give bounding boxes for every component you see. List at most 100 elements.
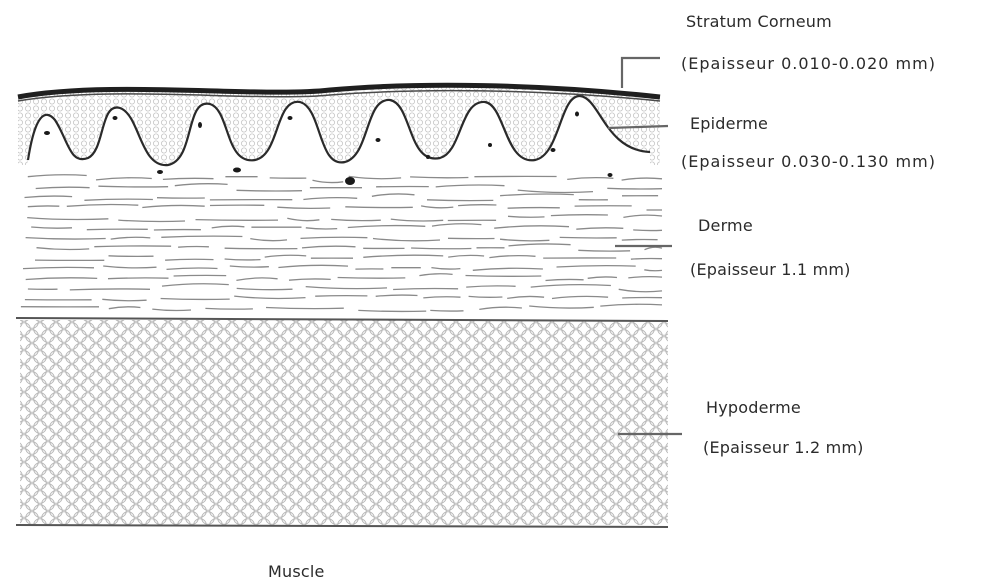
dermis-fiber — [26, 238, 106, 239]
dermis-fiber — [348, 226, 426, 228]
stratum-corneum-name: Stratum Corneum — [686, 12, 832, 31]
dermis-fiber — [98, 186, 168, 187]
dermis-fiber — [174, 275, 227, 276]
dermis-fiber — [557, 266, 636, 267]
dermis-fiber — [393, 288, 458, 289]
hypoderme-thickness: (Epaisseur 1.2 mm) — [703, 438, 864, 457]
dermis-fiber — [588, 277, 617, 278]
dermis-fiber — [358, 310, 426, 311]
dermis-fiber — [628, 277, 662, 278]
dermis-fiber — [237, 288, 293, 289]
dermis-fiber — [431, 268, 460, 269]
dermis-fiber — [430, 310, 463, 311]
dermis-fiber — [645, 247, 663, 250]
dermis-fiber — [500, 194, 574, 196]
dermis-fiber — [622, 178, 662, 180]
dermis-fiber — [230, 266, 269, 267]
dermis-fiber — [331, 219, 381, 220]
dermis-fiber — [372, 194, 415, 196]
dermis-fiber — [578, 250, 630, 251]
dermis-fiber — [531, 285, 611, 288]
dermis-fiber — [102, 299, 146, 300]
hypoderme-layer — [20, 320, 668, 525]
dermis-fiber — [109, 256, 154, 257]
dermis-fiber — [23, 267, 94, 268]
dermis-fiber — [576, 228, 623, 229]
dermis-fiber — [289, 279, 331, 280]
dermis-fiber — [301, 237, 368, 238]
dermis-fiber — [28, 175, 87, 177]
dermis-fiber — [560, 237, 617, 238]
stratum-corneum-thickness: (Epaisseur 0.010-0.020 mm) — [681, 54, 936, 73]
dermis-fiber — [26, 278, 98, 280]
dermis-fiber — [466, 286, 515, 287]
dermis-fiber — [96, 178, 152, 180]
derme-fibers — [21, 175, 662, 312]
dermis-fiber — [118, 220, 185, 221]
dermis-fiber — [163, 178, 214, 179]
dermis-fiber — [518, 190, 593, 192]
dermis-fiber — [458, 205, 496, 206]
dermis-fiber — [152, 309, 191, 310]
dermis-fiber — [479, 307, 522, 309]
dermis-fiber — [265, 255, 307, 257]
dermis-fiber — [306, 228, 337, 229]
derme-name: Derme — [698, 216, 753, 235]
dermis-fiber — [167, 268, 218, 269]
muscle-label: Muscle — [268, 562, 325, 581]
dermis-fiber — [567, 178, 613, 180]
dermis-fiber — [67, 205, 139, 207]
dermis-fiber — [103, 266, 156, 268]
dermis-fiber — [161, 236, 242, 237]
dermis-fiber — [31, 227, 72, 228]
dermis-fiber — [633, 230, 662, 231]
dermis-fiber — [494, 226, 569, 228]
epiderme-name: Epiderme — [690, 114, 768, 133]
dermis-fiber — [466, 276, 542, 277]
dermis-fiber — [363, 255, 443, 257]
dermis-fiber — [509, 244, 571, 246]
dermis-fiber — [507, 296, 544, 298]
dermis-fiber — [225, 259, 261, 260]
dermis-fiber — [546, 279, 584, 280]
hypoderme-name: Hypoderme — [706, 398, 801, 417]
dermis-fiber — [448, 255, 484, 257]
dermis-fiber — [427, 200, 493, 201]
dermis-fiber — [162, 284, 229, 286]
dermis-fiber — [236, 278, 277, 281]
dermis-fiber — [37, 248, 90, 250]
dermis-fiber — [411, 248, 471, 249]
dermis-fiber — [27, 218, 108, 220]
dermis-fiber — [250, 239, 287, 241]
dermis-fiber — [36, 187, 90, 188]
dermis-fiber — [432, 224, 481, 226]
dermis-fiber — [303, 198, 357, 200]
dermis-fiber — [28, 206, 60, 207]
dermis-fiber — [631, 258, 662, 259]
dermis-fiber — [600, 304, 662, 306]
derme-thickness: (Epaisseur 1.1 mm) — [690, 260, 851, 279]
dermis-fiber — [165, 259, 213, 260]
dermis-fiber — [108, 278, 169, 279]
dermis-fiber — [622, 239, 658, 240]
dermis-fiber — [421, 206, 453, 208]
dermis-fiber — [87, 229, 148, 230]
dermis-fiber — [508, 208, 560, 209]
dermis-fiber — [161, 299, 230, 300]
dermis-fiber — [142, 205, 204, 207]
dermis-fiber — [278, 265, 348, 267]
dermis-fiber — [500, 239, 549, 241]
dermis-fiber — [607, 188, 662, 189]
dermis-fiber — [345, 207, 413, 208]
dermis-fiber — [508, 216, 545, 217]
dermis-fiber — [237, 190, 303, 191]
dermis-fiber — [349, 176, 401, 178]
hypoderme-bottom-border — [16, 525, 668, 527]
dermis-fiber — [111, 237, 151, 239]
dermis-fiber — [302, 246, 356, 248]
dermis-fiber — [70, 289, 150, 290]
dermis-fiber — [338, 278, 406, 279]
dermis-fiber — [551, 215, 608, 216]
dermis-fiber — [644, 270, 662, 271]
